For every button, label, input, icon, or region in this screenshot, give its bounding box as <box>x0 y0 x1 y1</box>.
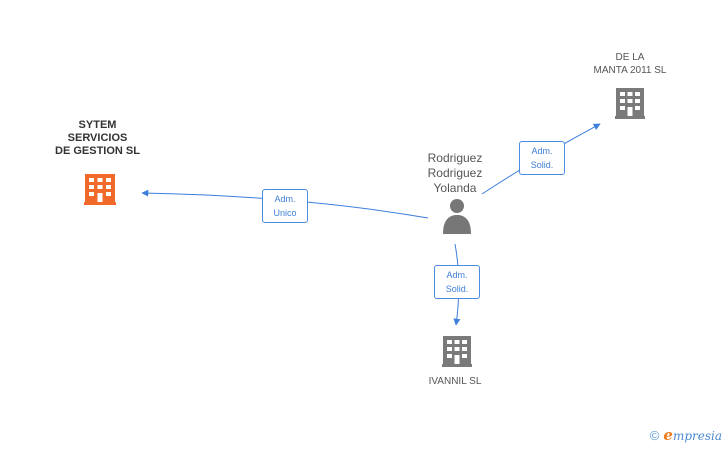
person-label: Rodriguez Rodriguez Yolanda <box>405 151 505 196</box>
brand-footer: © empresia <box>650 426 722 444</box>
focal-company-label-line: DE GESTION SL <box>55 145 140 157</box>
building-icon <box>615 88 645 119</box>
edge-label-line: Solid. <box>530 160 554 170</box>
de-la-manta-label-line: MANTA 2011 SL <box>593 65 667 76</box>
person-label-line: Rodriguez <box>427 151 483 165</box>
brand-name: mpresia <box>672 429 722 443</box>
person-label-line: Rodriguez <box>427 166 483 180</box>
person-icon <box>443 199 471 234</box>
building-icon <box>442 336 472 367</box>
focal-company-label: SYTEM SERVICIOS DE GESTION SL <box>40 119 155 158</box>
edge-label-line: Adm. <box>274 194 296 204</box>
edge-label-line: Adm. <box>531 146 553 156</box>
de-la-manta-label: DE LA MANTA 2011 SL <box>575 51 685 77</box>
focal-company-label-line: SYTEM <box>78 119 117 131</box>
person-label-line: Yolanda <box>433 181 477 195</box>
ivannil-label: IVANNIL SL <box>405 375 505 388</box>
brand-initial: e <box>663 426 673 444</box>
focal-company-label-line: SERVICIOS <box>67 132 128 144</box>
empresia-logo[interactable]: empresia <box>663 426 722 444</box>
edge-label-line: Solid. <box>445 284 469 294</box>
edge-label-line: Unico <box>273 208 297 218</box>
copyright-symbol: © <box>649 427 660 443</box>
building-icon <box>84 174 116 205</box>
edge-label-adm-solid-ivannil: Adm. Solid. <box>434 265 480 299</box>
ivannil-label-line: IVANNIL SL <box>428 376 482 387</box>
de-la-manta-label-line: DE LA <box>615 52 645 63</box>
edge-label-line: Adm. <box>446 270 468 280</box>
edge-label-adm-unico: Adm. Unico <box>262 189 308 223</box>
edge-label-adm-solid-de-la-manta: Adm. Solid. <box>519 141 565 175</box>
